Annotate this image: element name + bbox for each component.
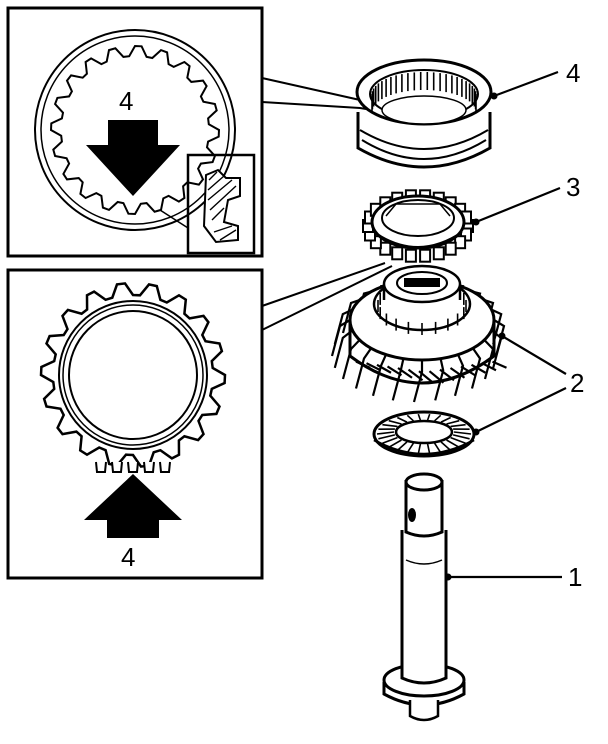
helical-gear-part xyxy=(330,264,507,403)
shaft-part xyxy=(382,472,466,722)
callout-2-label: 2 xyxy=(570,368,584,398)
cross-section-box xyxy=(186,153,256,255)
needle-bearing-part xyxy=(372,410,476,458)
synchro-ring-part xyxy=(362,189,474,263)
cross-section-hatch xyxy=(207,171,237,241)
lower-inset-frame xyxy=(6,268,264,580)
callout-1-label: 1 xyxy=(568,562,582,592)
upper-arrow-label: 4 xyxy=(119,86,133,116)
callout-2: 2 xyxy=(472,332,584,436)
lower-inset: 4 xyxy=(6,268,264,580)
callout-3: 3 xyxy=(472,172,580,226)
tooth-cross-section xyxy=(202,168,241,244)
callout-4-label: 4 xyxy=(566,58,580,88)
lower-arrow-label: 4 xyxy=(121,542,135,572)
lower-arrow-up-icon xyxy=(84,474,182,538)
callout-3-label: 3 xyxy=(566,172,580,202)
callout-4: 4 xyxy=(490,58,580,100)
cross-section-leader xyxy=(159,209,189,229)
synchro-ring-teeth-detail xyxy=(39,282,227,473)
upper-inset-frame xyxy=(6,6,264,258)
sliding-sleeve-part xyxy=(355,58,493,169)
upper-inset: 4 xyxy=(6,6,264,258)
callout-1: 1 xyxy=(444,562,582,592)
upper-arrow-down-icon xyxy=(86,120,180,196)
sleeve-spline-ring-detail xyxy=(34,29,236,231)
